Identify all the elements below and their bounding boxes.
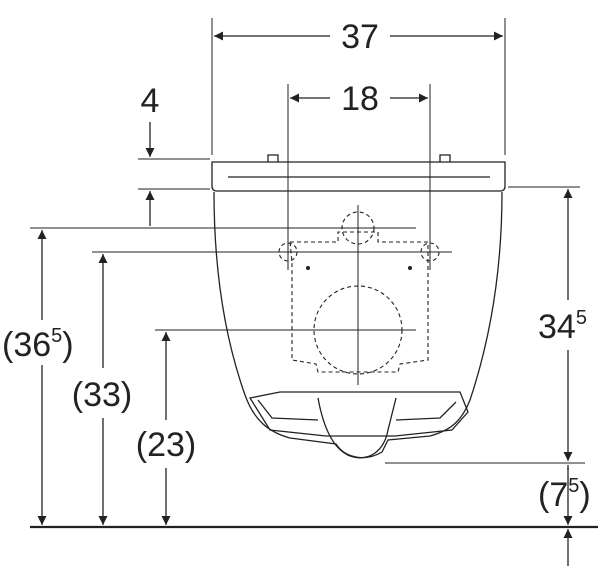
label-18: 18 (341, 80, 379, 118)
mounting-plate-outline (289, 231, 429, 373)
label-37: 37 (341, 18, 379, 56)
bowl-outlet (317, 397, 397, 459)
label-7-5-sup: 5 (568, 475, 579, 497)
label-7-5-main: 7 (549, 476, 568, 514)
bowl-rim-right-fold (395, 401, 457, 421)
label-23: (23) (136, 426, 196, 464)
label-7-5-close: ) (579, 476, 590, 514)
label-34-5-main: 34 (538, 308, 576, 346)
fixing-dot-right (408, 266, 412, 270)
fixing-dot-left (306, 266, 310, 270)
bowl-rim-left-fold (257, 399, 319, 421)
bowl-rim-lower (248, 391, 469, 437)
label-36-5-sup: 5 (51, 325, 62, 347)
label-36-5: (365) (2, 325, 74, 364)
seat-lid (211, 161, 506, 192)
label-36-5-main: 36 (13, 326, 51, 364)
seat-hinge-left (267, 154, 279, 162)
label-33: (33) (72, 376, 132, 414)
label-7-5: (75) (538, 475, 591, 514)
label-34-5-sup: 5 (576, 307, 587, 329)
label-7-5-open: ( (538, 476, 550, 514)
label-34-5: 345 (538, 307, 587, 346)
seat-hinge-right (439, 154, 451, 162)
label-36-5-open: ( (2, 326, 14, 364)
label-4: 4 (141, 82, 160, 120)
label-36-5-close: ) (62, 326, 73, 364)
